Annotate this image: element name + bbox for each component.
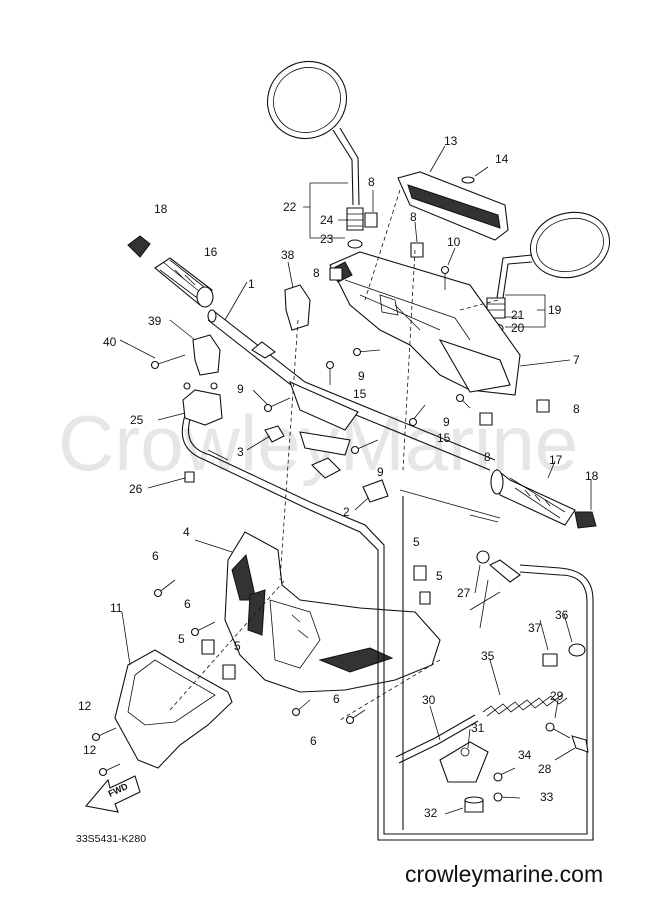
callout-8d: 8	[573, 402, 580, 416]
callout-19: 19	[548, 303, 562, 317]
cables	[181, 411, 594, 841]
callout-5b: 5	[436, 569, 443, 583]
callout-12a: 12	[78, 699, 92, 713]
callout-11: 11	[110, 601, 123, 615]
callout-33: 33	[540, 790, 554, 804]
callout-26: 26	[129, 482, 143, 496]
callout-6d: 6	[310, 734, 317, 748]
callout-18b: 18	[585, 469, 599, 483]
lever-brackets	[182, 382, 521, 629]
callout-10: 10	[447, 235, 461, 249]
fwd-arrow: FWD	[84, 775, 141, 813]
callout-4: 4	[183, 525, 190, 539]
spring-assembly	[439, 643, 589, 813]
callout-9b: 9	[358, 369, 365, 383]
callout-35: 35	[481, 649, 495, 663]
callout-5d: 5	[234, 639, 241, 653]
callout-2: 2	[343, 505, 350, 519]
callout-22: 22	[283, 200, 297, 214]
callout-8a: 8	[368, 175, 375, 189]
callout-8c: 8	[313, 266, 320, 280]
callout-23: 23	[320, 232, 334, 246]
callout-15b: 15	[437, 431, 451, 445]
callout-8e: 8	[484, 450, 491, 464]
callout-40: 40	[103, 335, 117, 349]
headlight-cover	[114, 649, 233, 769]
callout-6a: 6	[152, 549, 159, 563]
callout-38: 38	[281, 248, 295, 262]
handlebar	[207, 309, 496, 479]
alignment-lines	[169, 189, 499, 721]
callout-12b: 12	[83, 743, 97, 757]
leader-lines	[119, 145, 592, 815]
callout-9a: 9	[237, 382, 244, 396]
callout-labels: 1 2 3 4 5 5 5 5 6 6 6 6 7 8 8 8 8 8 9 9 …	[78, 134, 599, 820]
callout-37: 37	[528, 621, 542, 635]
left-mirror	[266, 60, 364, 249]
right-grip	[490, 468, 597, 529]
callout-39: 39	[148, 314, 162, 328]
callout-20: 20	[511, 321, 525, 335]
diagram-code: 33S5431-K280	[76, 833, 146, 845]
callout-15a: 15	[353, 387, 367, 401]
callout-9c: 9	[443, 415, 450, 429]
callout-27: 27	[457, 586, 471, 600]
callout-25: 25	[130, 413, 144, 427]
callout-7: 7	[573, 353, 580, 367]
callout-9d: 9	[377, 465, 384, 479]
callout-6c: 6	[333, 692, 340, 706]
website-url: crowleymarine.com	[405, 861, 603, 887]
callout-21: 21	[511, 308, 525, 322]
meter-cover	[397, 171, 509, 241]
callout-14: 14	[495, 152, 509, 166]
front-cover	[224, 531, 441, 693]
callout-29: 29	[550, 689, 564, 703]
callout-36: 36	[555, 608, 569, 622]
callout-5a: 5	[413, 535, 420, 549]
callout-31: 31	[471, 721, 485, 735]
callout-3: 3	[237, 445, 244, 459]
callout-17: 17	[549, 453, 563, 467]
callout-5c: 5	[178, 632, 185, 646]
callout-24: 24	[320, 213, 334, 227]
fasteners	[91, 212, 571, 802]
callout-32: 32	[424, 806, 438, 820]
callout-1: 1	[248, 277, 255, 291]
callout-8b: 8	[410, 210, 417, 224]
callout-34: 34	[518, 748, 532, 762]
callout-13: 13	[444, 134, 458, 148]
callout-30: 30	[422, 693, 436, 707]
left-grip	[127, 235, 214, 308]
callout-28: 28	[538, 762, 552, 776]
callout-6b: 6	[184, 597, 191, 611]
callout-18a: 18	[154, 202, 168, 216]
callout-16: 16	[204, 245, 218, 259]
